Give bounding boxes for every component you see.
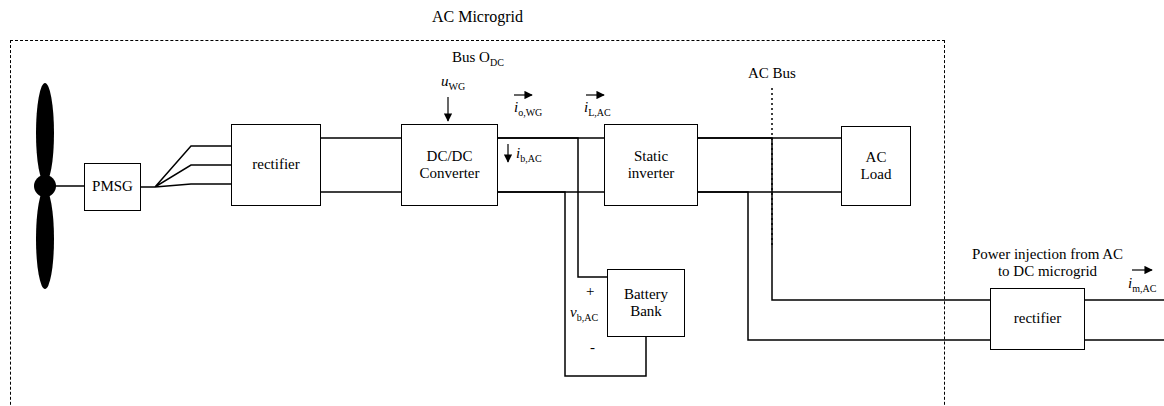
- wind-turbine: [34, 83, 84, 289]
- box-label: PMSG: [92, 178, 133, 195]
- signal-label: Power injection from AC to DC microgrid: [972, 246, 1123, 279]
- signal-label: Bus O: [452, 49, 490, 65]
- box-label: AC Load: [856, 149, 896, 184]
- signal-label: -: [590, 339, 595, 355]
- microgrid-region: AC MicrogridPMSGrectifierDC/DC Converter…: [10, 40, 945, 406]
- load-box: AC Load: [841, 126, 911, 206]
- signal-label: +: [586, 283, 594, 299]
- signal-label: u: [441, 73, 449, 89]
- battery-box: Battery Bank: [607, 269, 685, 337]
- box-label: DC/DC Converter: [410, 148, 490, 183]
- box-label: Battery Bank: [616, 286, 676, 321]
- wire-connector: [698, 138, 841, 192]
- signal-subscript: b,AC: [577, 312, 598, 323]
- region-title: AC Microgrid: [11, 8, 944, 26]
- label-group: iL,AC: [584, 100, 611, 115]
- wire-connector: [141, 146, 231, 187]
- signal-subscript: L,AC: [588, 107, 611, 118]
- signal-subscript: m,AC: [1132, 283, 1156, 294]
- label-group: im,AC: [1128, 276, 1156, 291]
- signal-subscript: b,AC: [520, 153, 541, 164]
- inverter-box: Static inverter: [604, 124, 698, 206]
- wire-connector: [321, 138, 401, 192]
- rectifier-box: rectifier: [990, 288, 1085, 350]
- current-arrows: [448, 95, 1152, 270]
- signal-subscript: WG: [449, 81, 466, 92]
- rectifier-box: rectifier: [231, 124, 321, 206]
- label-group: uWG: [441, 74, 465, 89]
- label-group: vb,AC: [570, 305, 598, 320]
- signal-subscript: o,WG: [518, 107, 542, 118]
- label-group: Power injection from AC to DC microgrid: [965, 246, 1130, 281]
- signal-label: v: [570, 304, 577, 320]
- signal-label: i: [1128, 275, 1132, 291]
- signal-label: i: [584, 99, 588, 115]
- label-group: AC Bus: [748, 66, 796, 81]
- signal-subscript: DC: [490, 57, 504, 68]
- box-label: Static inverter: [621, 148, 681, 183]
- signal-label: i: [516, 145, 520, 161]
- label-group: Bus ODC: [452, 50, 504, 65]
- generator-box: PMSG: [84, 163, 141, 211]
- signal-label: AC Bus: [748, 65, 796, 81]
- dc-microgrid-wires: [1085, 300, 1164, 340]
- label-group: io,WG: [514, 100, 542, 115]
- label-group: +: [586, 284, 594, 299]
- converter-box: DC/DC Converter: [401, 124, 498, 206]
- box-label: rectifier: [252, 156, 299, 173]
- wire-connector: [498, 138, 604, 192]
- signal-label: i: [514, 99, 518, 115]
- box-label: rectifier: [1014, 310, 1061, 327]
- label-group: ib,AC: [516, 146, 542, 161]
- label-group: -: [590, 340, 595, 355]
